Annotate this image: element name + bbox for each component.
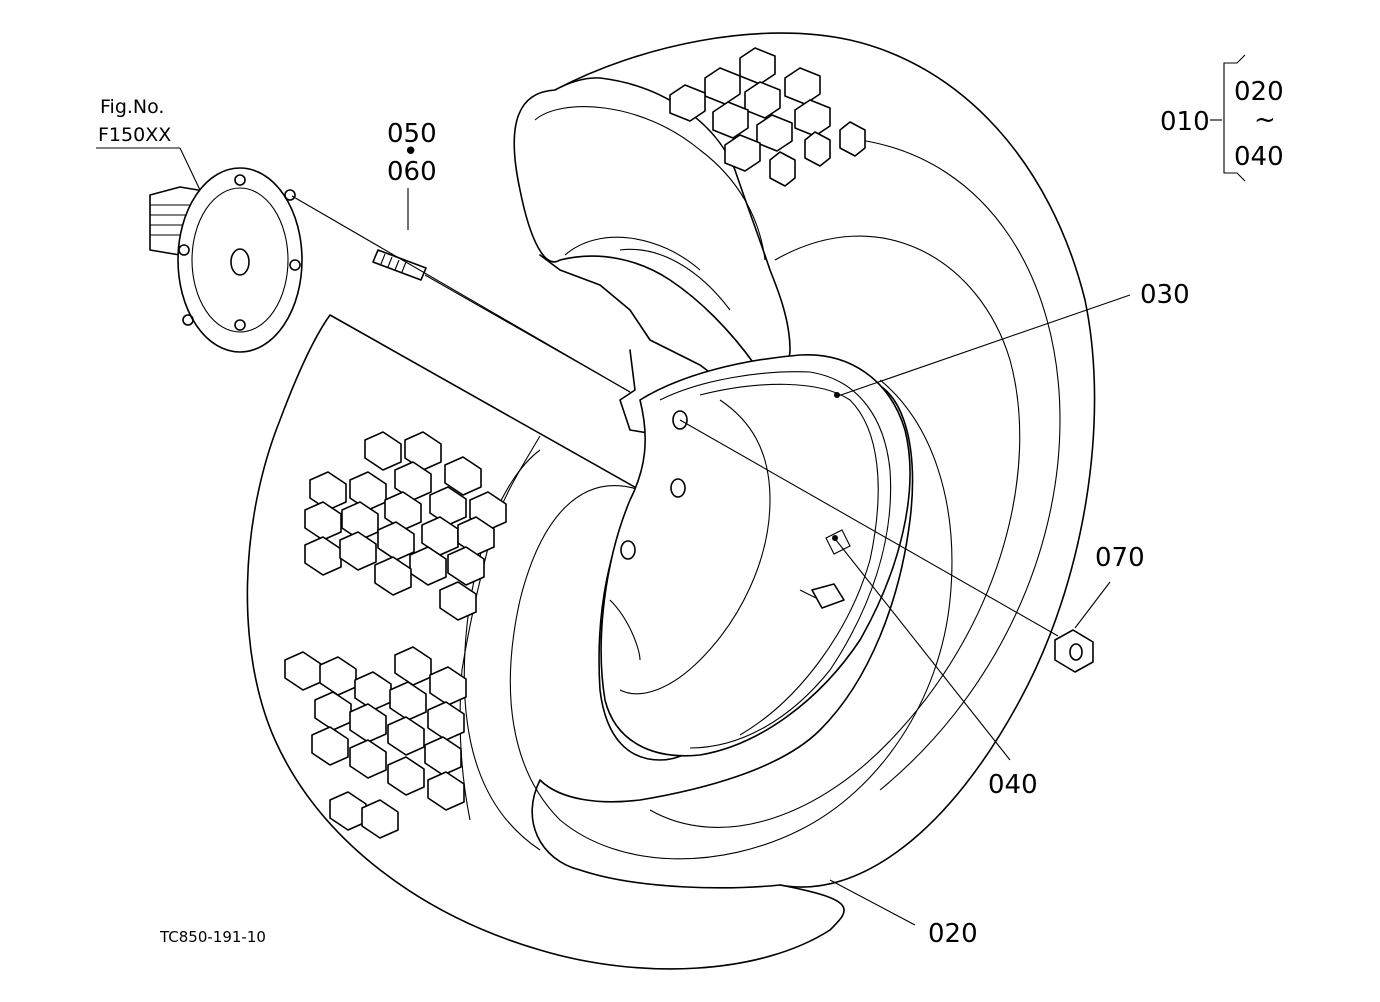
hub-flange-drawing bbox=[149, 167, 303, 353]
tread-lugs bbox=[284, 431, 507, 839]
label-tire: 020 bbox=[928, 919, 978, 949]
label-stud-b: 060 bbox=[387, 157, 437, 187]
drawing-code: TC850-191-10 bbox=[159, 928, 266, 946]
nut-drawing bbox=[1054, 629, 1094, 673]
range-bracket bbox=[1223, 54, 1246, 182]
label-assembly: 010 bbox=[1160, 107, 1210, 137]
label-stud-a: 050 bbox=[387, 119, 437, 149]
label-range-sep: ~ bbox=[1254, 105, 1276, 135]
rim-drawing bbox=[600, 354, 911, 757]
figure-ref-line2: F150XX bbox=[98, 124, 171, 146]
label-stud-sep: • bbox=[403, 137, 418, 167]
label-range-to: 040 bbox=[1234, 142, 1284, 172]
stud-drawing bbox=[372, 249, 427, 281]
tread-lugs-top bbox=[669, 47, 866, 187]
label-valve: 040 bbox=[988, 770, 1038, 800]
figure-ref-line1: Fig.No. bbox=[100, 96, 164, 118]
label-rim: 030 bbox=[1140, 280, 1190, 310]
label-nut: 070 bbox=[1095, 543, 1145, 573]
label-range-from: 020 bbox=[1234, 77, 1284, 107]
leader-lines bbox=[96, 119, 1222, 926]
